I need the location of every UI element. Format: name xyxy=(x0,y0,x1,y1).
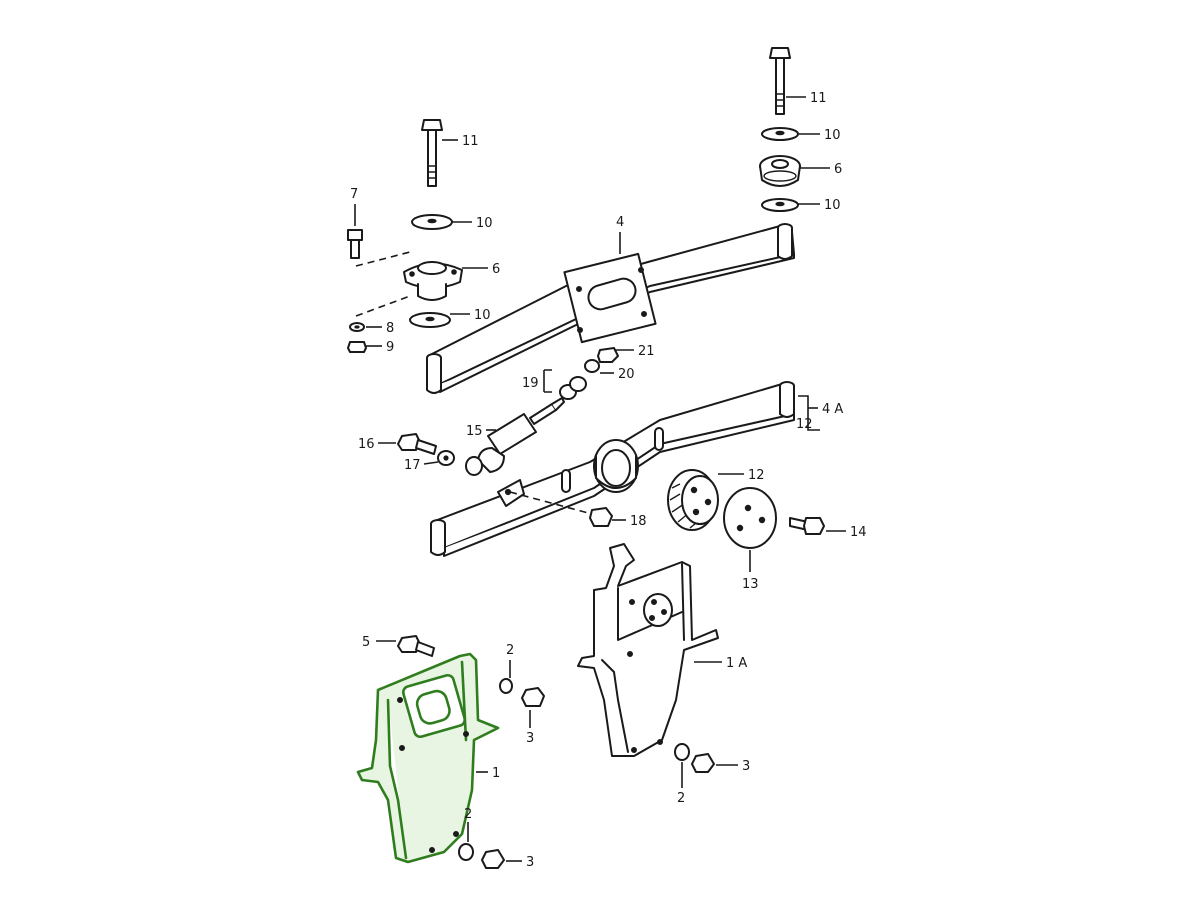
callout-4A: 4 A xyxy=(822,402,843,417)
callout-10-left-bottom: 10 xyxy=(474,308,491,323)
washer-20 xyxy=(584,359,600,373)
bracket-1-highlighted xyxy=(356,652,500,864)
nut-21 xyxy=(597,347,619,363)
bolt-5 xyxy=(397,635,435,657)
bushings-19 xyxy=(559,376,587,400)
nut-3-top xyxy=(521,687,545,707)
nut-3-right xyxy=(691,753,715,773)
washer-2-bottom xyxy=(458,843,474,861)
callout-7: 7 xyxy=(350,187,358,202)
rubber-mount-6-right xyxy=(759,155,801,187)
callout-3-bottom: 3 xyxy=(526,855,534,870)
washer-2-top xyxy=(499,678,513,694)
bolt-16 xyxy=(397,433,437,455)
nut-18 xyxy=(589,507,613,527)
washer-17 xyxy=(437,450,455,466)
guide-line-8 xyxy=(355,295,411,317)
callout-8: 8 xyxy=(386,321,394,336)
callout-2-top: 2 xyxy=(506,643,514,658)
leader-lines xyxy=(354,96,846,862)
callout-17: 17 xyxy=(404,458,421,473)
washer-2-right xyxy=(674,743,690,761)
callout-19: 19 xyxy=(522,376,539,391)
callout-10-left-top: 10 xyxy=(476,216,493,231)
callout-12-bushing: 12 xyxy=(748,468,765,483)
callout-2-bottom: 2 xyxy=(464,807,472,822)
nut-9 xyxy=(347,341,367,353)
callout-10-right-top: 10 xyxy=(824,128,841,143)
washers-10 xyxy=(409,127,799,328)
callout-6-right: 6 xyxy=(834,162,842,177)
lower-crossmember xyxy=(430,381,795,557)
bolt-11-right xyxy=(769,47,791,115)
callout-10-right-bottom: 10 xyxy=(824,198,841,213)
rubber-mount-6-left xyxy=(403,261,463,301)
callout-6-left: 6 xyxy=(492,262,500,277)
callout-18: 18 xyxy=(630,514,647,529)
bracket-1A xyxy=(577,543,719,757)
callout-labels: 11 11 10 10 10 10 6 6 7 4 8 9 21 20 19 4… xyxy=(350,91,867,870)
guide-line-18 xyxy=(509,491,593,515)
callout-20: 20 xyxy=(618,367,635,382)
cover-plate-13 xyxy=(723,487,777,549)
washer-8 xyxy=(349,322,365,332)
callout-13: 13 xyxy=(742,577,759,592)
shock-absorber-15 xyxy=(465,397,565,476)
nut-3-bottom xyxy=(481,849,505,869)
callout-21: 21 xyxy=(638,344,655,359)
rubber-bushing-12 xyxy=(667,469,719,531)
bolt-11-left xyxy=(421,119,443,187)
guide-line-7 xyxy=(355,251,411,267)
callout-12-bracket: 12 xyxy=(796,417,813,432)
callout-14: 14 xyxy=(850,525,867,540)
callout-9: 9 xyxy=(386,340,394,355)
callout-3-top: 3 xyxy=(526,731,534,746)
upper-crossmember xyxy=(426,223,795,394)
callout-16: 16 xyxy=(358,437,375,452)
callout-11-right: 11 xyxy=(810,91,827,106)
callout-1A: 1 A xyxy=(726,656,747,671)
callout-11-left: 11 xyxy=(462,134,479,149)
callout-5: 5 xyxy=(362,635,370,650)
callout-3-right: 3 xyxy=(742,759,750,774)
callout-15: 15 xyxy=(466,424,483,439)
callout-2-right: 2 xyxy=(677,791,685,806)
bolt-7 xyxy=(347,229,363,259)
bolt-14 xyxy=(789,517,825,535)
callout-1: 1 xyxy=(492,766,500,781)
callout-4: 4 xyxy=(616,215,624,230)
